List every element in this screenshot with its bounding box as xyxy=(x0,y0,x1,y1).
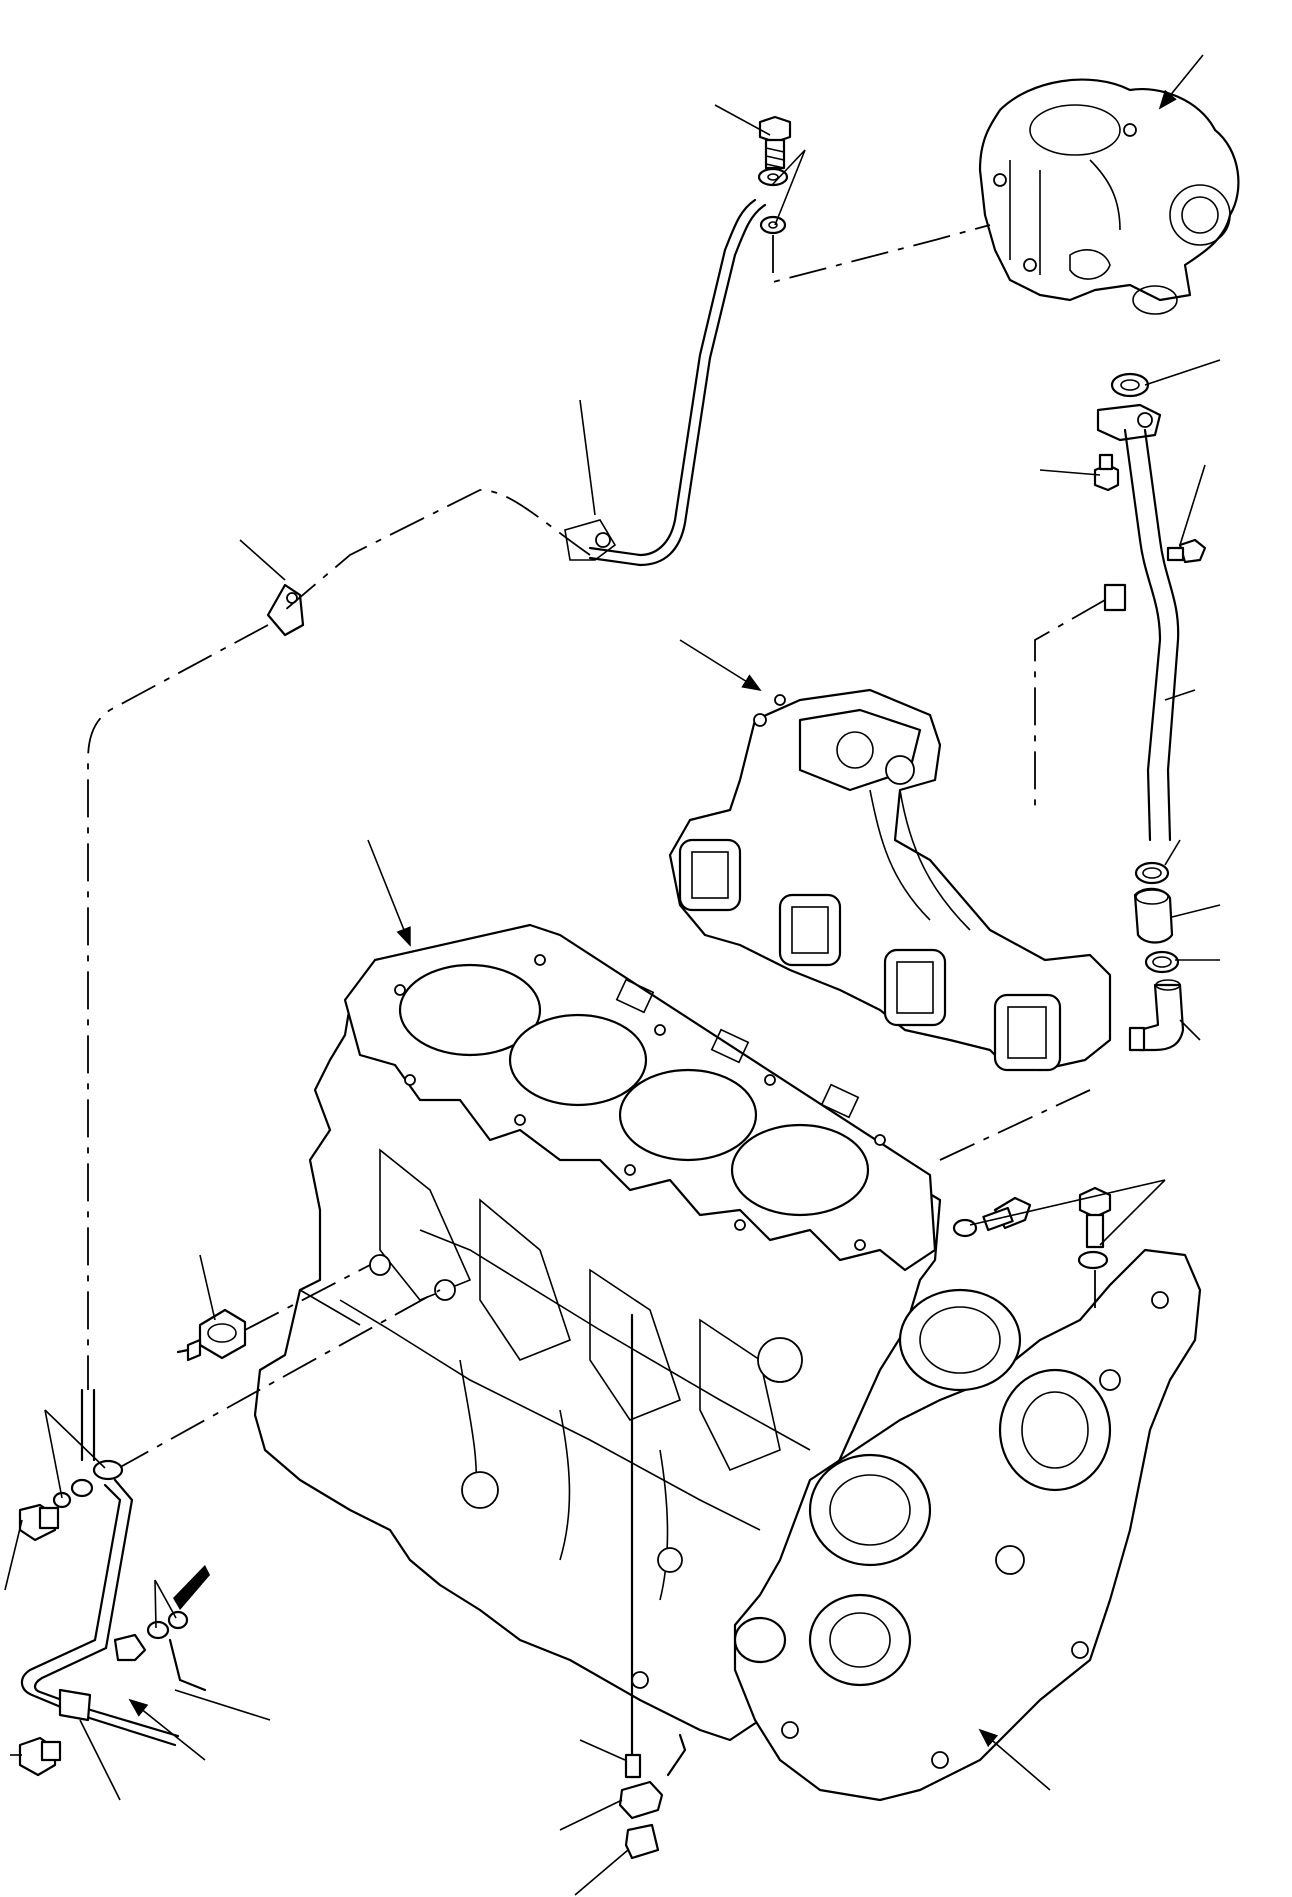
hose xyxy=(1133,887,1174,944)
cylinder-head-gasket xyxy=(343,923,937,1272)
washer xyxy=(757,167,789,235)
union-bolt xyxy=(758,115,792,170)
oil-pressure-switch xyxy=(176,1308,247,1362)
union-bolt xyxy=(952,1186,1112,1270)
elbow xyxy=(1128,979,1185,1052)
exhaust-manifold xyxy=(668,688,1112,1072)
leader-lines xyxy=(4,104,1221,1896)
turbo-oil-return-pipe xyxy=(1096,403,1180,842)
locator-arrows xyxy=(128,54,1204,1791)
oil-pipe-lower xyxy=(18,1459,207,1777)
turbo-oil-feed-pipe xyxy=(564,198,767,567)
front-gear-case xyxy=(733,1248,1202,1802)
gasket xyxy=(1110,372,1150,398)
hose-clamp xyxy=(1134,861,1180,974)
union-bolt xyxy=(1093,453,1207,564)
turbocharger xyxy=(978,78,1240,315)
pipe-clamp xyxy=(266,583,305,637)
drain-cock xyxy=(618,1313,687,1860)
